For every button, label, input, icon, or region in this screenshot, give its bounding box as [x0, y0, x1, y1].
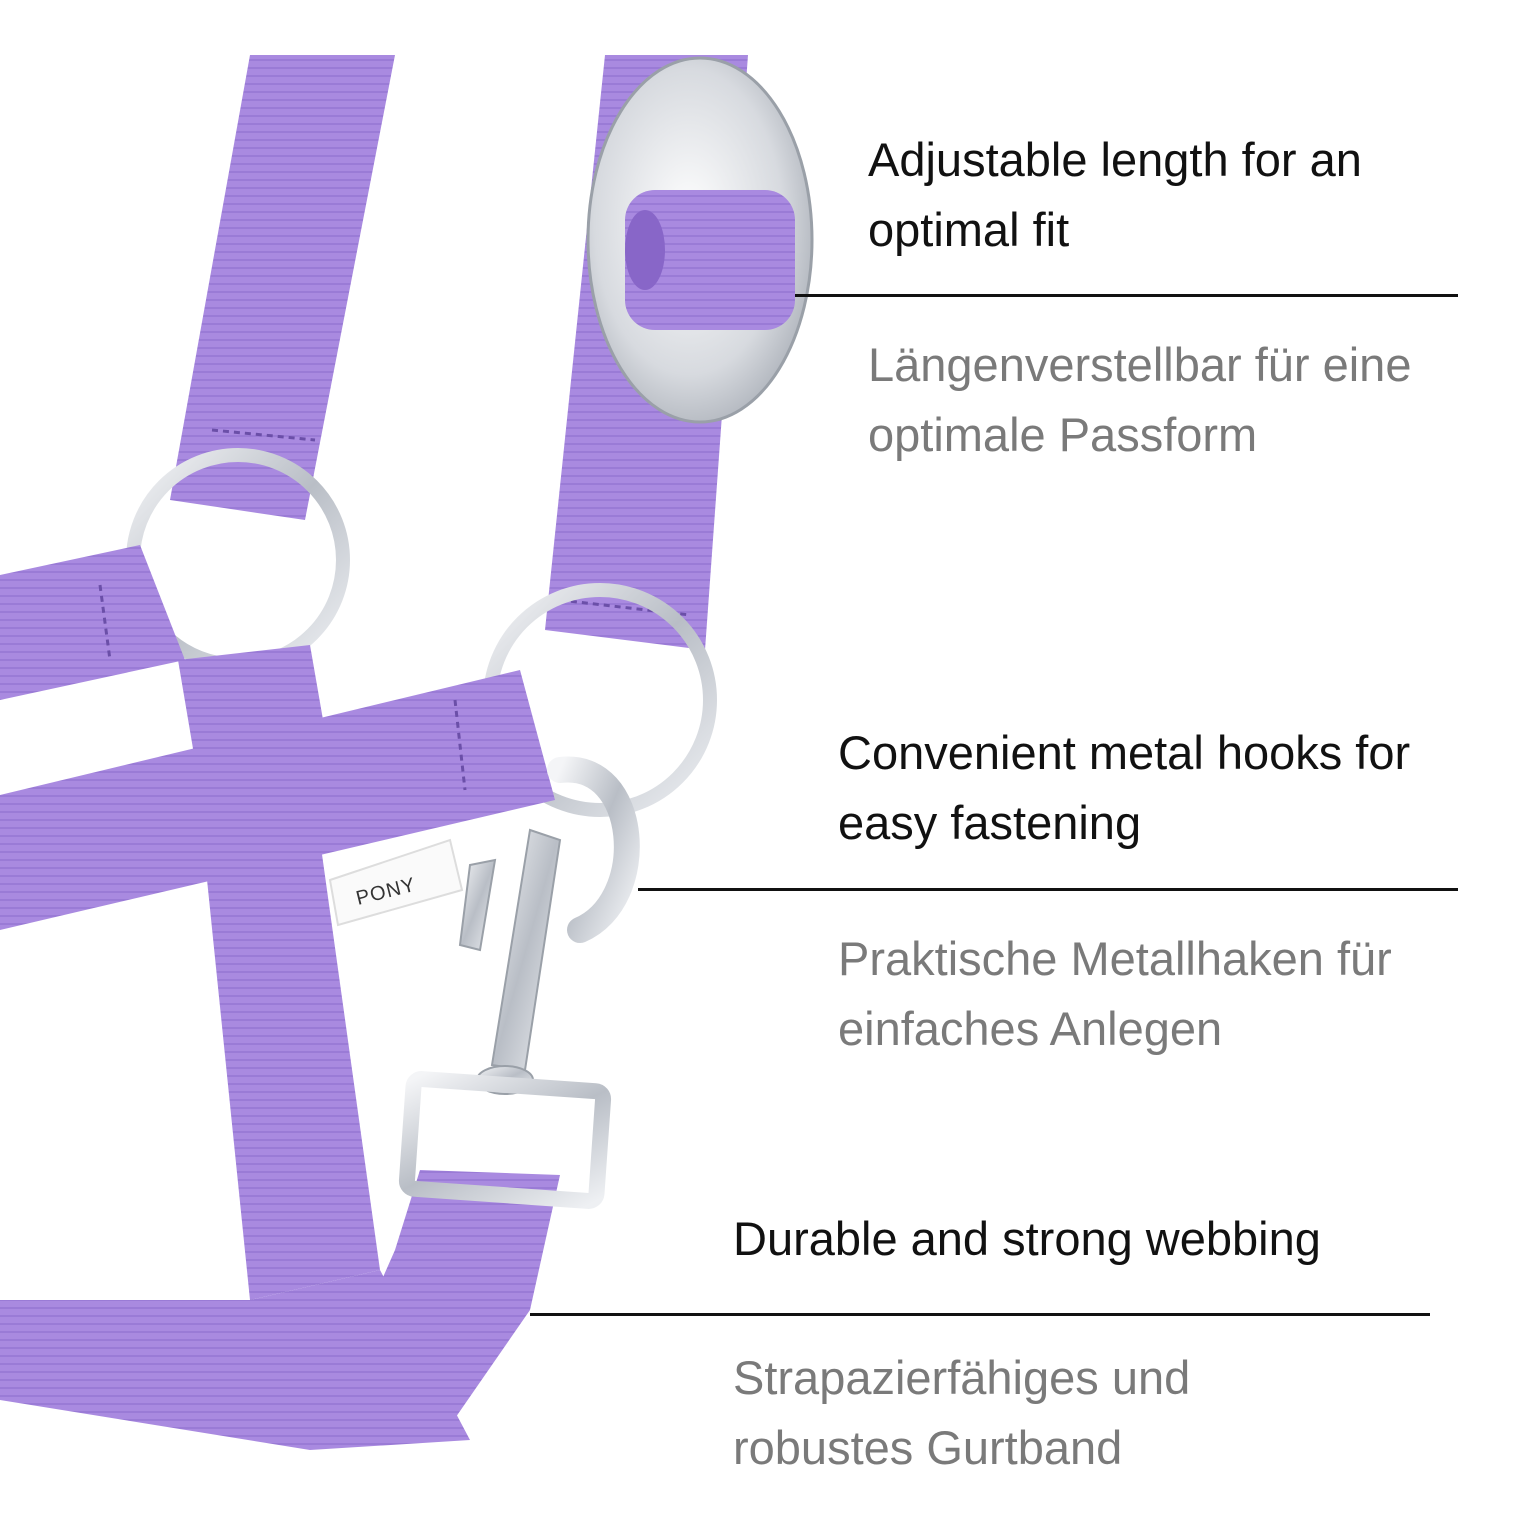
- feature-adjustable-length: Adjustable length for an optimal fit: [868, 125, 1468, 265]
- feature-subtext-de: Längenverstellbar für eine optimale Pass…: [868, 338, 1412, 461]
- square-buckle: [398, 1071, 612, 1209]
- feature-heading-en: Convenient metal hooks for easy fastenin…: [838, 726, 1411, 849]
- feature-adjustable-length-de: Längenverstellbar für eine optimale Pass…: [868, 330, 1468, 470]
- feature-divider: [795, 294, 1458, 297]
- feature-metal-hooks: Convenient metal hooks for easy fastenin…: [838, 718, 1458, 858]
- feature-divider: [638, 888, 1458, 891]
- crown-strap-left: [170, 55, 395, 520]
- feature-subtext-de: Strapazierfähiges und robustes Gurtband: [733, 1351, 1191, 1474]
- noseband-strap: [0, 645, 555, 930]
- snap-hook: [458, 756, 640, 1095]
- lower-strap: [320, 1170, 560, 1440]
- throat-strap: [0, 545, 185, 700]
- feature-durable-webbing: Durable and strong webbing: [733, 1204, 1453, 1274]
- feature-subtext-de: Praktische Metallhaken für einfaches Anl…: [838, 932, 1392, 1055]
- feature-heading-en: Durable and strong webbing: [733, 1212, 1321, 1265]
- feature-metal-hooks-de: Praktische Metallhaken für einfaches Anl…: [838, 924, 1458, 1064]
- pony-label-tag: PONY: [328, 838, 464, 927]
- feature-divider: [530, 1313, 1430, 1316]
- adjustment-buckle-disc: [586, 56, 814, 424]
- feature-heading-en: Adjustable length for an optimal fit: [868, 133, 1362, 256]
- feature-durable-webbing-de: Strapazierfähiges und robustes Gurtband: [733, 1343, 1293, 1483]
